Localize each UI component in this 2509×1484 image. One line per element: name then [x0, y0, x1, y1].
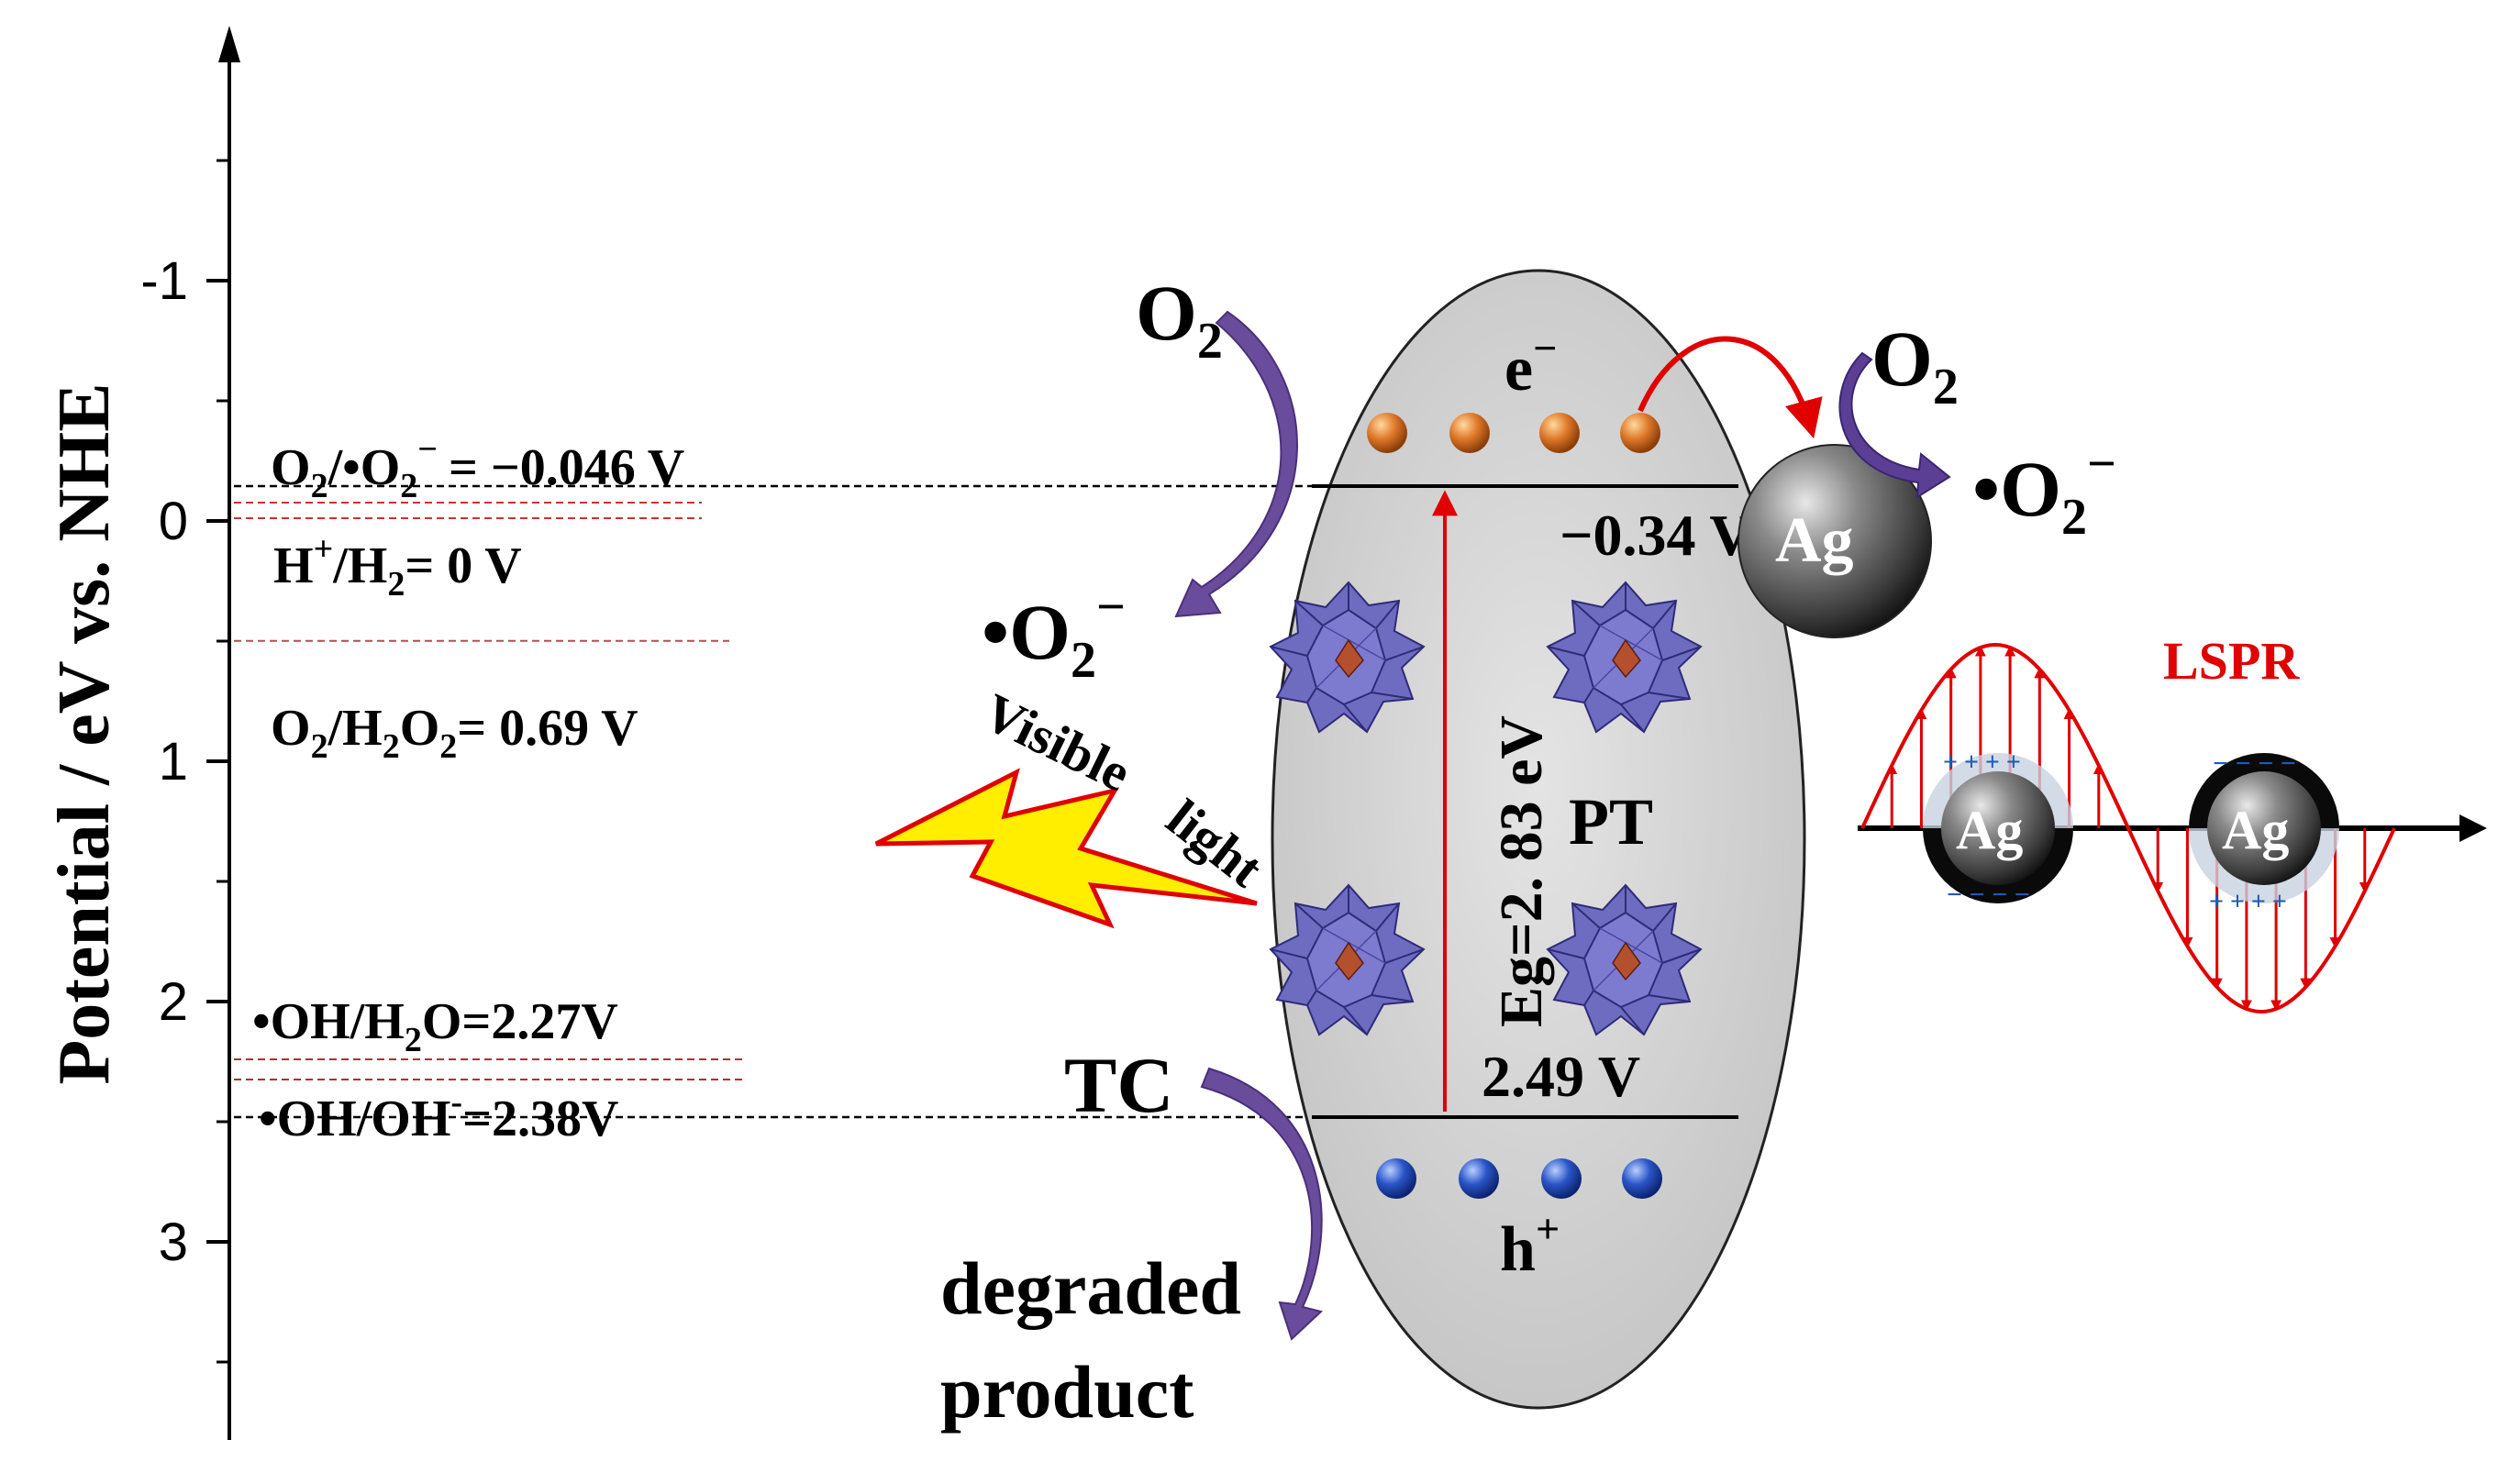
axis-arrowhead	[218, 26, 240, 62]
electron-dots	[1367, 413, 1660, 453]
electron-dot	[1367, 413, 1407, 453]
hole-label: h+	[1500, 1205, 1560, 1285]
hole-dots	[1376, 1158, 1662, 1199]
axis-tick-label: 1	[159, 732, 188, 792]
plus-charges-1: + + + +	[1943, 748, 2021, 777]
electron-label: e−	[1504, 325, 1557, 404]
potential-axis: -1 0 1 2 3 Potential / eV vs. NHE	[44, 26, 240, 1440]
axis-label: Potential / eV vs. NHE	[44, 382, 125, 1084]
axis-tick-label: 3	[159, 1213, 188, 1272]
axis-ticks: -1 0 1 2 3	[140, 159, 229, 1364]
superoxide-left-label: •O2−	[982, 579, 1126, 689]
vb-potential-label: 2.49 V	[1482, 1044, 1640, 1109]
cb-potential-label: −0.34 V	[1560, 503, 1752, 568]
band-gap-label: Eg=2. 83 eV	[1488, 715, 1555, 1027]
lightning-bolt-icon	[874, 768, 1258, 929]
degraded-label-2: product	[940, 1350, 1193, 1434]
degraded-label-1: degraded	[940, 1246, 1241, 1330]
level-label-oh-h2o: •OH/H2O=2.27V	[252, 993, 618, 1059]
ag-lspr-particle	[2207, 771, 2321, 885]
o2-left-label: O2	[1136, 269, 1223, 370]
o2-right-label: O2	[1871, 315, 1959, 415]
level-label-o2-h2o2: O2/H2O2= 0.69 V	[271, 700, 638, 766]
superoxide-right-label: •O2−	[1972, 436, 2116, 546]
level-label-oh-oh: •OH/OH-=2.38V	[259, 1083, 618, 1147]
axis-tick-label: 2	[159, 972, 188, 1032]
ag-label: Ag	[1775, 505, 1854, 576]
lspr-label: LSPR	[2163, 631, 2300, 691]
tc-label: TC	[1064, 1041, 1173, 1129]
electron-dot	[1539, 413, 1580, 453]
o2-reduction-arrow-right	[1838, 351, 1951, 499]
redox-level-lines	[234, 484, 1358, 1119]
tc-degradation-arrow	[1200, 1067, 1324, 1341]
level-label-o2-superoxide: O2/•O2−= −0.046 V	[271, 430, 684, 505]
electron-dot	[1620, 413, 1660, 453]
axis-tick-label: 0	[159, 492, 188, 551]
ag-lspr-label-1: Ag	[1956, 800, 2023, 860]
ag-lspr-label-2: Ag	[2222, 800, 2289, 860]
semiconductor-ellipse	[1271, 269, 1806, 1410]
plus-charges-2: + + + +	[2209, 888, 2287, 916]
hole-dot	[1459, 1158, 1499, 1199]
electron-dot	[1449, 413, 1490, 453]
o2-reduction-arrow-left	[1174, 310, 1298, 618]
lspr-field-arrows	[1886, 645, 2370, 1012]
hole-dot	[1541, 1158, 1582, 1199]
axis-tick-label: -1	[140, 251, 188, 311]
ag-nanoparticle	[1737, 444, 1932, 638]
electron-transfer-arrow	[1638, 336, 1823, 439]
ag-lspr-particle	[1941, 771, 2055, 885]
minus-charges-1: − − − −	[1947, 880, 2030, 910]
minus-charges-2: − − − −	[2213, 748, 2296, 779]
level-label-h-h2: H+/H2= 0 V	[273, 530, 522, 604]
lspr-illustration: Ag + + + + − − − − Ag − − − − + + + + LS…	[1858, 631, 2487, 1014]
hole-dot	[1376, 1158, 1416, 1199]
hole-dot	[1622, 1158, 1662, 1199]
material-label: PT	[1569, 785, 1653, 858]
